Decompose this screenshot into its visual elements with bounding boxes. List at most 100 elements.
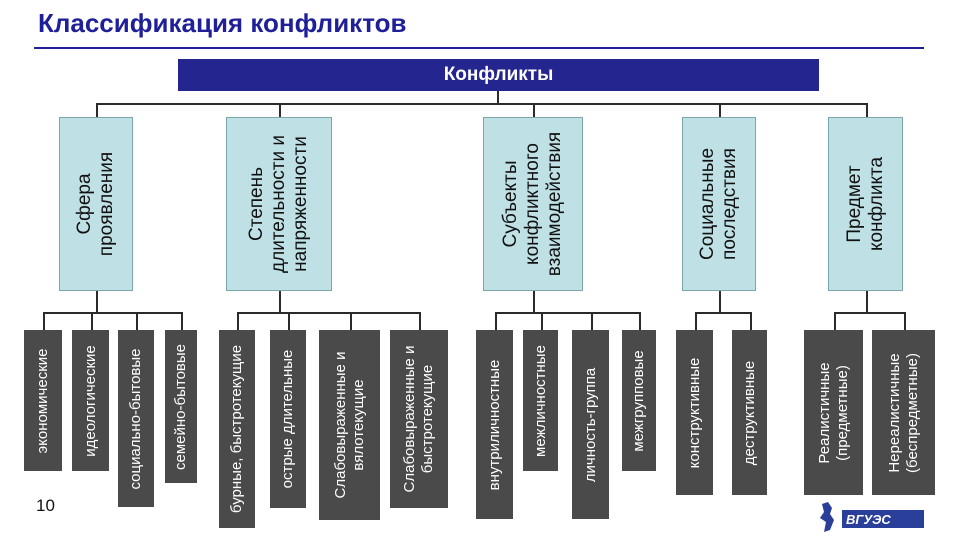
leaf-connector [540, 312, 543, 330]
category-label-line: взаимодействия [543, 131, 565, 277]
leaf-connector [639, 312, 641, 330]
leaf-box: личность-группа [572, 330, 609, 519]
category-label-line: Сфера [74, 173, 96, 235]
sub-bus [494, 312, 641, 314]
category-label-line: Предмет [843, 165, 865, 243]
leaf-label-line: Реалистичные [815, 361, 833, 464]
leaf-label: семейно-бытовые [172, 343, 190, 469]
logo-text: ВГУЭС [846, 512, 891, 527]
leaf-connector [749, 312, 752, 330]
leaf-label: деструктивные [741, 360, 759, 465]
leaf-box: социально-бытовые [118, 330, 154, 507]
logo-plate [842, 510, 924, 528]
category-label-line: Социальные [697, 147, 719, 261]
leaf-box: Нереалистичные(беспредметные) [872, 330, 935, 495]
leaf-box: конструктивные [676, 330, 713, 495]
root-connector [497, 91, 499, 103]
category-connector [279, 103, 281, 117]
category-label-line: длительности и [268, 135, 290, 273]
leaf-label-line: личность-группа [581, 367, 599, 482]
leaf-label-line: внутриличностные [485, 359, 503, 490]
leaf-label: внутриличностные [486, 359, 504, 490]
leaf-label-line: межгрупповые [630, 349, 647, 452]
leaf-label: Нереалистичные(беспредметные) [886, 353, 922, 473]
category-connector [865, 103, 868, 117]
category-stem [719, 291, 721, 312]
category-label-line: последствия [719, 148, 740, 260]
leaf-connector [288, 312, 290, 330]
leaf-label: социально-бытовые [127, 348, 145, 489]
category-stem [865, 291, 868, 312]
leaf-box: семейно-бытовые [165, 330, 197, 483]
root-node: Конфликты [178, 59, 819, 91]
leaf-label: личность-группа [582, 367, 600, 482]
leaf-label-line: социально-бытовые [127, 347, 144, 490]
leaf-label: острые длительные [279, 350, 297, 489]
leaf-box: внутриличностные [476, 330, 513, 519]
leaf-connector [419, 312, 421, 330]
leaf-label-line: быстротекущие [419, 364, 436, 474]
category-label-line: проявления [96, 151, 117, 257]
leaf-label: конструктивные [686, 357, 704, 468]
leaf-connector [181, 312, 183, 330]
leaf-label-line: экономические [34, 348, 51, 453]
leaf-label-line: вялотекущие [349, 379, 367, 471]
leaf-connector [90, 312, 93, 330]
leaf-label-line: Нереалистичные [885, 352, 903, 473]
category-connector [96, 103, 98, 117]
logo-emblem [820, 502, 834, 532]
category-label-line: конфликта [865, 156, 887, 252]
category-stem [279, 291, 281, 312]
leaf-connector [833, 312, 836, 330]
leaf-label: межличностные [532, 345, 550, 457]
category-connector [719, 103, 721, 117]
category-stem [96, 291, 98, 312]
main-bus [96, 103, 868, 105]
leaf-label-line: конструктивные [685, 357, 703, 468]
category-label-line: конфликтного [522, 143, 544, 265]
leaf-label-line: Слабовыраженные и [401, 345, 418, 493]
leaf-label-line: бурные, быстротекущие [228, 344, 245, 514]
leaf-label: идеологические [82, 345, 100, 457]
title-underline [34, 47, 924, 49]
leaf-connector [903, 312, 906, 330]
leaf-label-line: острые длительные [279, 349, 296, 489]
category-stem [533, 291, 535, 312]
leaf-label: межгрупповые [630, 350, 648, 451]
leaf-connector [694, 312, 697, 330]
leaf-connector [494, 312, 497, 330]
leaf-box: идеологические [72, 330, 109, 471]
university-logo: ВГУЭС [820, 502, 924, 532]
leaf-box: Реалистичные(предметные) [804, 330, 863, 495]
page-number: 10 [36, 496, 55, 515]
leaf-connector [349, 312, 352, 330]
leaf-label-line: семейно-бытовые [172, 343, 189, 470]
leaf-connector [590, 312, 593, 330]
leaf-label-line: (беспредметные) [903, 352, 921, 473]
leaf-box: межличностные [523, 330, 558, 471]
sub-bus [43, 312, 183, 314]
category-label-line: Степень [246, 166, 268, 242]
leaf-box: деструктивные [732, 330, 767, 495]
sub-bus [694, 312, 752, 314]
category-label-line: Субъекты [500, 160, 522, 248]
leaf-box: острые длительные [270, 330, 306, 508]
leaf-label-line: деструктивные [740, 360, 758, 465]
leaf-connector [136, 312, 138, 330]
leaf-label-line: Слабовыраженные и [331, 351, 349, 499]
slide-title: Классификация конфликтов [38, 8, 407, 38]
leaf-label-line: межличностные [531, 344, 549, 457]
